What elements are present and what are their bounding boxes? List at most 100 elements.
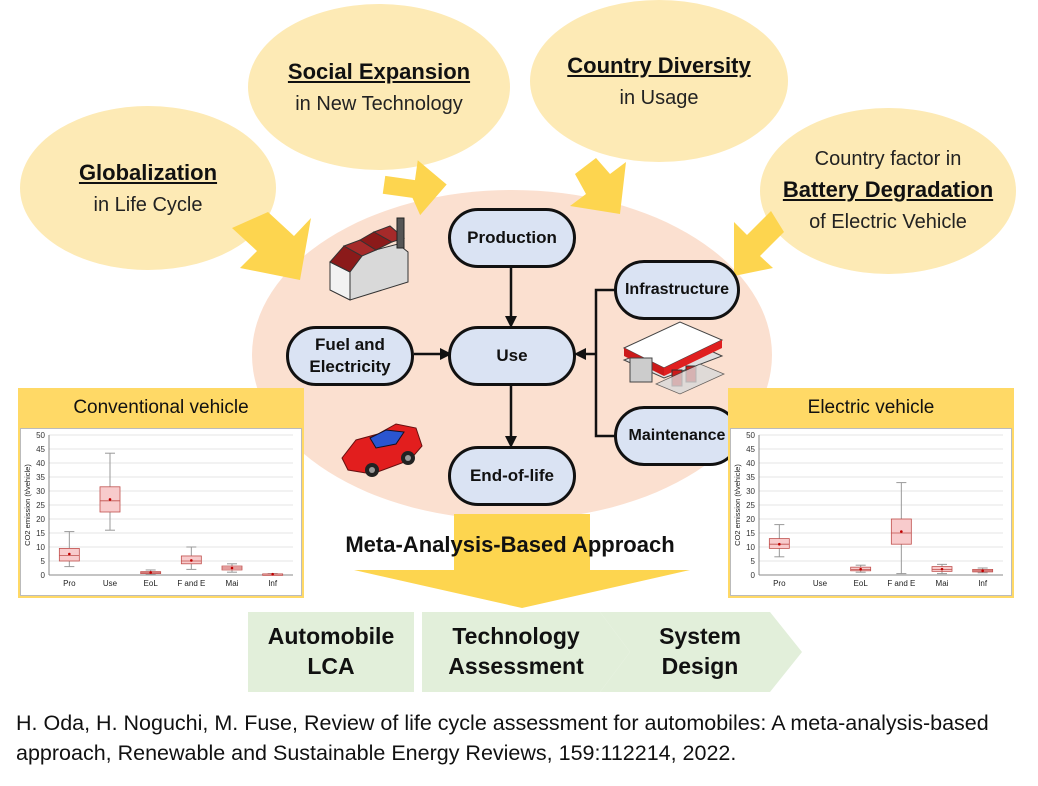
mean-marker — [271, 572, 274, 576]
y-tick-label: 30 — [36, 487, 45, 496]
x-tick-label: EoL — [854, 579, 869, 588]
node-infrastructure-label: Infrastructure — [624, 281, 730, 298]
approach-label: Meta-Analysis-Based Approach — [345, 532, 675, 557]
mean-marker — [149, 571, 152, 574]
y-tick-label: 0 — [751, 571, 756, 580]
y-tick-label: 15 — [746, 529, 755, 538]
node-fuel-label-2: Electricity — [309, 357, 391, 376]
x-tick-label: Pro — [773, 579, 786, 588]
node-endoflife-label: End-of-life — [469, 466, 555, 485]
mean-marker — [859, 567, 862, 571]
y-tick-label: 10 — [36, 543, 45, 552]
bubble-globalization-title: Globalization — [78, 159, 218, 185]
y-axis-label: CO2 emission (t/vehicle) — [733, 464, 742, 546]
y-tick-label: 40 — [746, 459, 755, 468]
y-axis-label: CO2 emission (t/vehicle) — [23, 464, 32, 546]
conventional-vehicle-title: Conventional vehicle — [73, 397, 249, 418]
x-tick-label: F and E — [177, 579, 205, 588]
chevron-system-design — [600, 612, 802, 692]
y-tick-label: 45 — [36, 445, 45, 454]
conventional-vehicle-panel: Conventional vehicle 0 5 10 15 20 25 30 35 40 45 5… — [18, 388, 304, 598]
y-tick-label: 5 — [41, 557, 46, 566]
x-tick-label: F and E — [887, 579, 915, 588]
y-tick-label: 25 — [746, 501, 755, 510]
x-tick-label: Inf — [268, 579, 278, 588]
node-production: Production — [448, 208, 576, 268]
electric-vehicle-title: Electric vehicle — [807, 397, 935, 418]
y-tick-label: 35 — [36, 473, 45, 482]
node-use-label: Use — [496, 346, 528, 365]
arrow-battery — [734, 211, 784, 276]
mean-marker — [981, 569, 984, 573]
arrow-social — [382, 160, 447, 216]
arrow-globalization — [232, 212, 311, 280]
mean-marker — [940, 567, 944, 571]
bubble-social-expansion: Social Expansion in New Technology — [248, 4, 510, 170]
chevron-1-line1: Automobile — [267, 623, 395, 650]
y-tick-label: 20 — [746, 515, 755, 524]
bubble-battery-degradation: Country factor in Battery Degradation of… — [760, 108, 1016, 274]
y-tick-label: 45 — [746, 445, 755, 454]
bubble-battery-pre: Country factor in — [814, 148, 962, 170]
x-tick-label: Mai — [226, 579, 239, 588]
y-tick-label: 0 — [41, 571, 46, 580]
node-infrastructure: Infrastructure — [614, 260, 740, 320]
y-tick-label: 40 — [36, 459, 45, 468]
node-use: Use — [448, 326, 576, 386]
y-tick-label: 15 — [36, 529, 45, 538]
citation: H. Oda, H. Noguchi, M. Fuse, Review of l… — [16, 711, 989, 766]
mean-marker — [778, 542, 781, 546]
bubble-country-diversity: Country Diversity in Usage — [530, 0, 788, 162]
y-tick-label: 25 — [36, 501, 45, 510]
bubble-globalization-sub: in Life Cycle — [93, 193, 203, 216]
factory-icon — [329, 217, 409, 301]
node-production-label: Production — [467, 228, 557, 247]
chevron-automobile-lca-text: Automobile LCA — [248, 612, 414, 692]
chevron-technology-assessment — [422, 612, 630, 692]
bubble-battery-title: Battery Degradation — [782, 177, 994, 202]
bubble-country-title: Country Diversity — [567, 52, 751, 78]
bubble-social-title: Social Expansion — [287, 58, 471, 84]
arrow-country — [570, 158, 626, 214]
x-tick-label: Mai — [936, 579, 949, 588]
chevron-1-line2: LCA — [307, 653, 355, 679]
y-tick-label: 5 — [751, 557, 756, 566]
x-tick-label: Use — [813, 579, 828, 588]
chevron-automobile-lca — [248, 612, 414, 692]
x-tick-label: Use — [103, 579, 118, 588]
chevron-3-line1: System — [659, 623, 741, 650]
chevron-system-design-text: System Design — [620, 612, 780, 692]
mean-marker — [68, 552, 71, 556]
bubble-globalization: Globalization in Life Cycle — [20, 106, 276, 270]
mean-marker — [190, 559, 193, 562]
node-end-of-life: End-of-life — [448, 446, 576, 506]
approach-arrow — [354, 514, 690, 608]
mean-marker — [108, 498, 112, 501]
mean-marker — [230, 566, 234, 570]
y-tick-label: 30 — [746, 487, 755, 496]
x-tick-label: Pro — [63, 579, 76, 588]
gas-station-icon — [622, 321, 726, 395]
chevron-2-line1: Technology — [452, 623, 580, 650]
mean-marker — [900, 530, 903, 533]
car-icon — [341, 423, 423, 477]
y-tick-label: 50 — [746, 431, 755, 440]
y-tick-label: 35 — [746, 473, 755, 482]
bubble-social-sub: in New Technology — [295, 92, 463, 115]
node-fuel-electricity: Fuel and Electricity — [286, 326, 414, 386]
chevron-2-line2: Assessment — [448, 653, 584, 679]
y-tick-label: 50 — [36, 431, 45, 440]
chevron-technology-assessment-text: Technology Assessment — [422, 612, 610, 692]
node-maintenance: Maintenance — [614, 406, 740, 466]
node-maintenance-label: Maintenance — [628, 427, 726, 444]
y-tick-label: 20 — [36, 515, 45, 524]
bubble-country-sub: in Usage — [619, 86, 699, 109]
chevron-3-line2: Design — [661, 653, 739, 679]
x-tick-label: Inf — [978, 579, 988, 588]
